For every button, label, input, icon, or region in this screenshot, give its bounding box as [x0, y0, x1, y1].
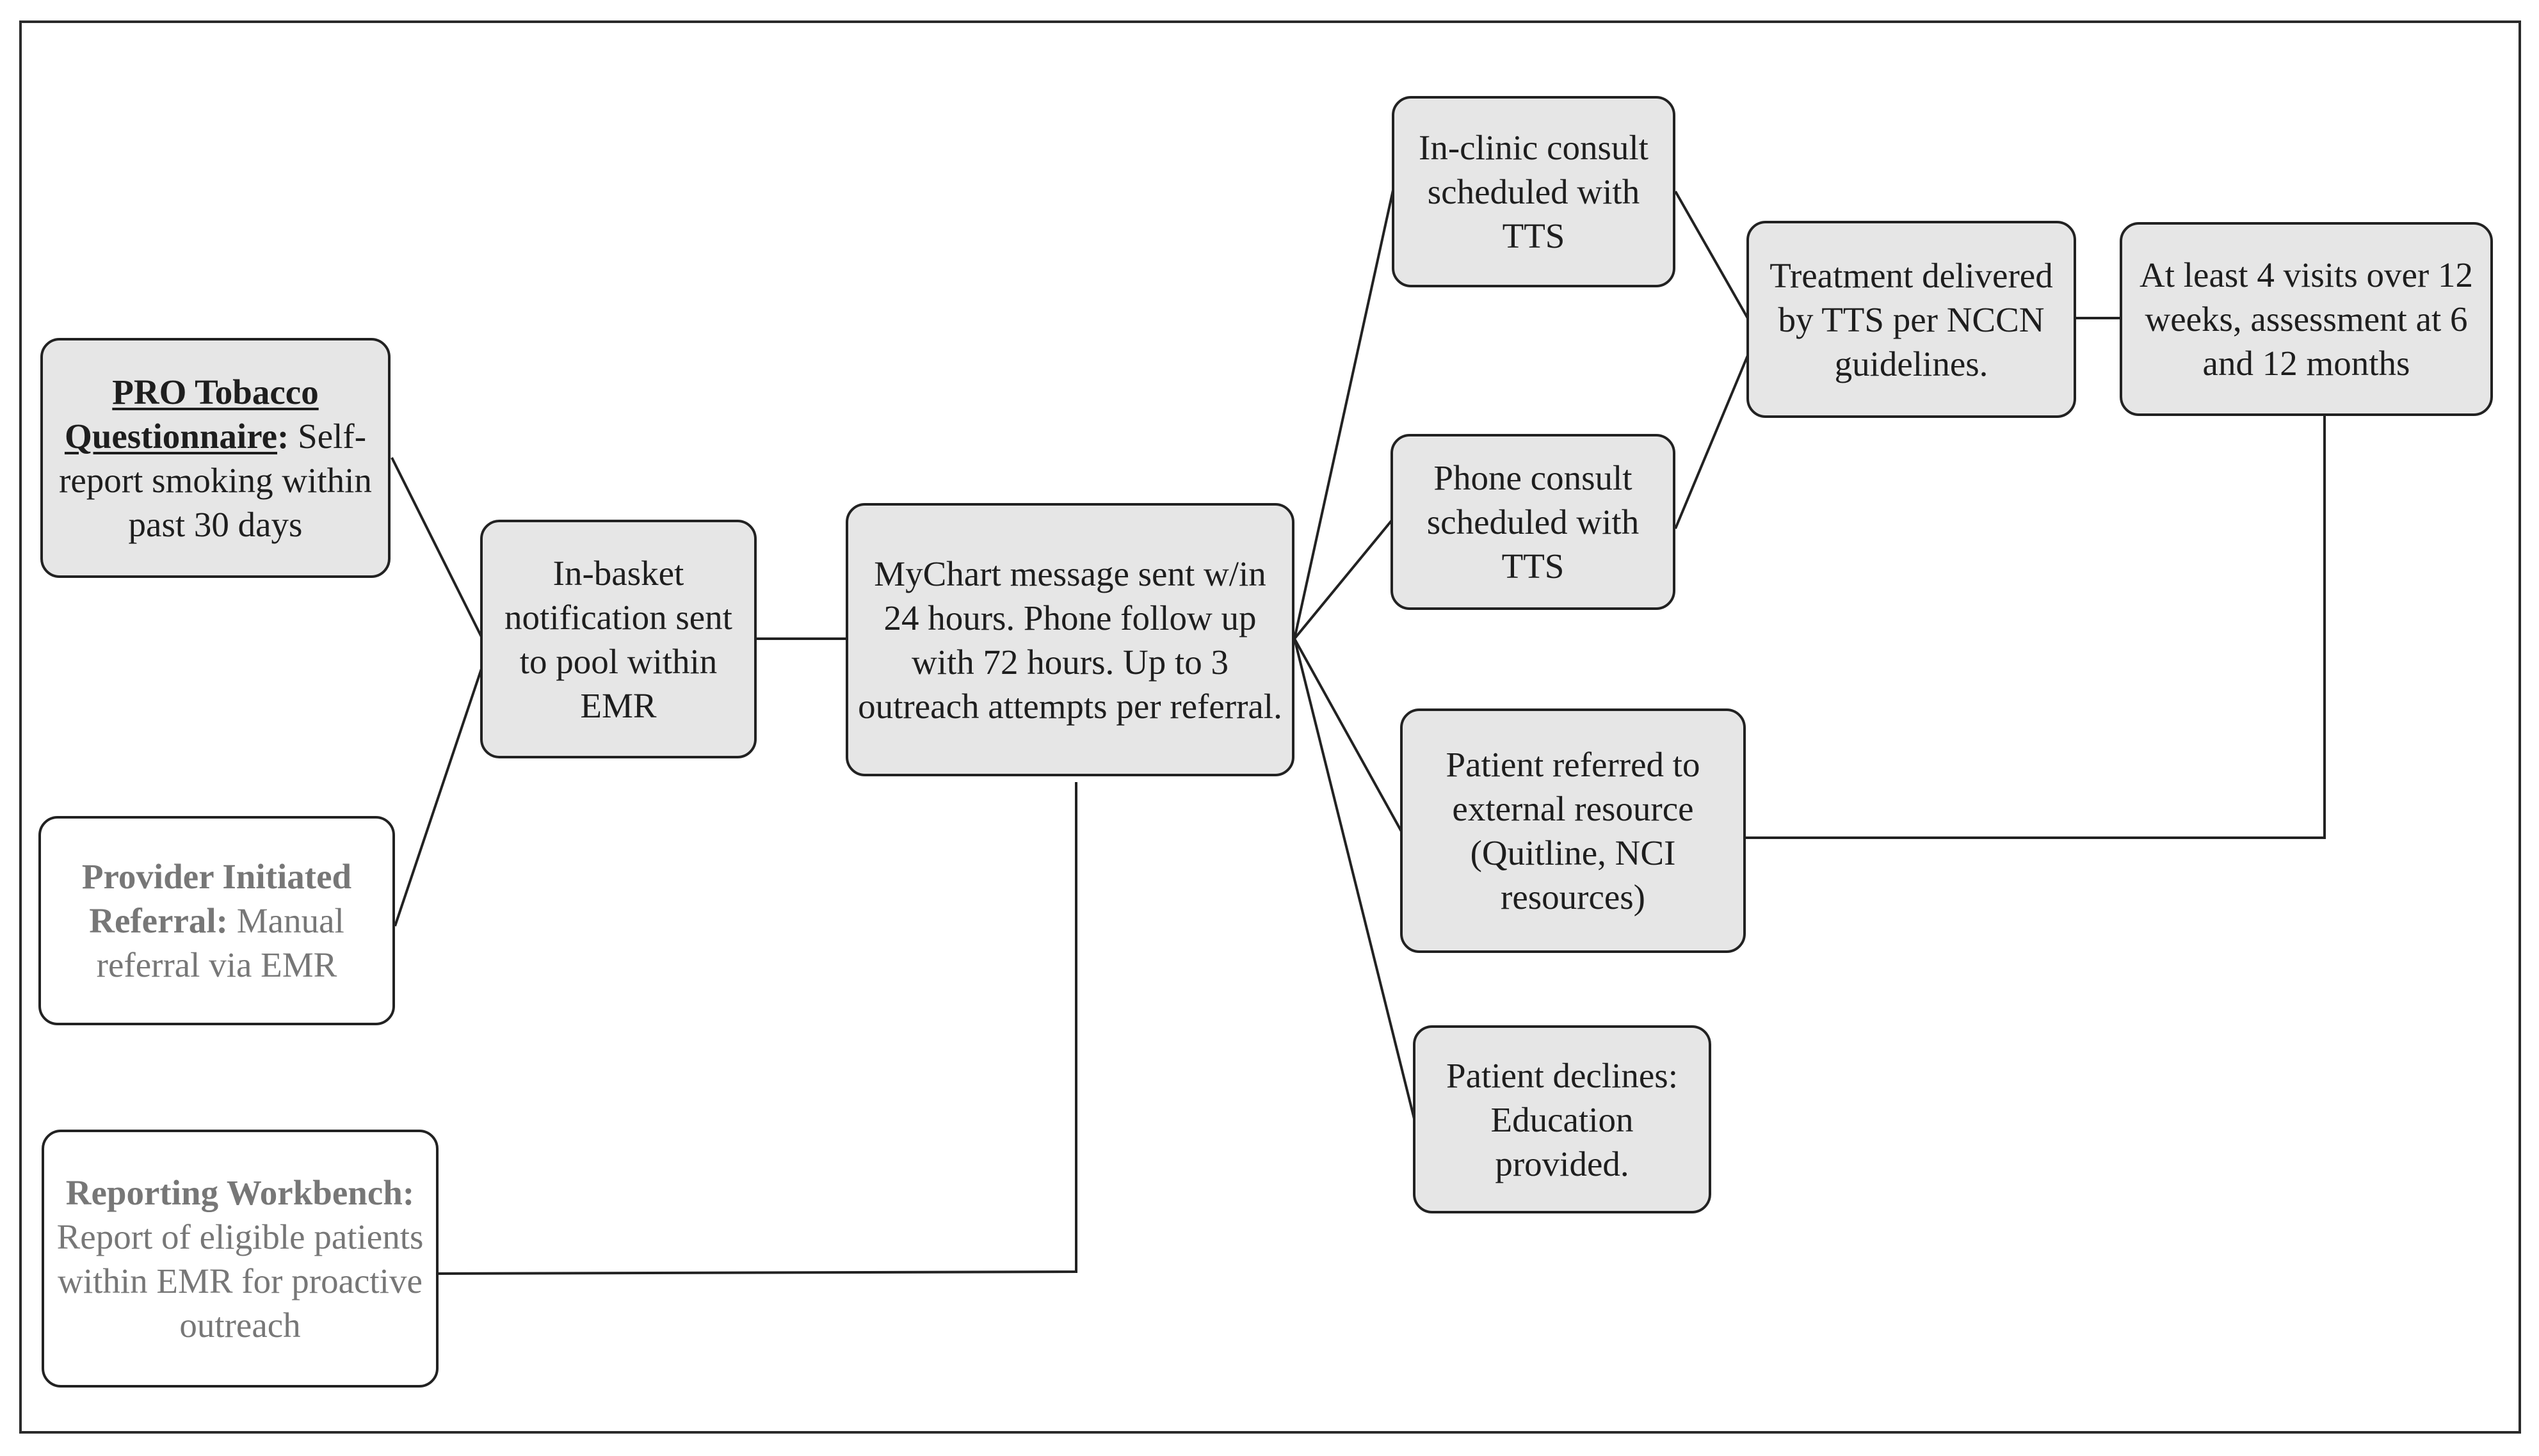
provider-referral-title: Provider Initiated Referral:	[81, 857, 352, 940]
phone-consult-box: Phone consult scheduled with TTS	[1390, 434, 1675, 610]
connector-workbench-to-mychart	[438, 782, 1077, 1275]
connector-mychart-to-phone	[1293, 519, 1393, 640]
connector-pro-to-inbasket	[391, 457, 483, 637]
provider-referral-body: Manual referral via EMR	[96, 901, 344, 984]
pro-questionnaire-colon: :	[277, 416, 289, 456]
mychart-box: MyChart message sent w/in 24 hours. Phon…	[846, 503, 1294, 776]
pro-questionnaire-body: Self-report smoking within past 30 days	[59, 416, 372, 544]
patient-declines-text: Patient declines: Education provided.	[1446, 1055, 1678, 1183]
connector-inclinic-to-treatment	[1674, 191, 1750, 320]
diagram-border	[19, 20, 2521, 1434]
connector-mychart-to-inclinic	[1293, 189, 1394, 639]
visits-text: At least 4 visits over 12 weeks, assessm…	[2140, 255, 2473, 383]
mychart-text: MyChart message sent w/in 24 hours. Phon…	[858, 554, 1282, 726]
connector-mychart-to-external	[1293, 638, 1403, 832]
inclinic-consult-text: In-clinic consult scheduled with TTS	[1419, 128, 1648, 255]
inclinic-consult-box: In-clinic consult scheduled with TTS	[1392, 96, 1675, 287]
treatment-box: Treatment delivered by TTS per NCCN guid…	[1746, 221, 2076, 418]
visits-box: At least 4 visits over 12 weeks, assessm…	[2120, 222, 2493, 416]
connector-phone-to-treatment	[1674, 353, 1750, 529]
treatment-text: Treatment delivered by TTS per NCCN guid…	[1769, 255, 2053, 383]
connector-external-to-visits	[1745, 416, 2326, 839]
inbasket-text: In-basket notification sent to pool with…	[504, 553, 732, 725]
external-resource-box: Patient referred to external resource (Q…	[1400, 708, 1746, 953]
phone-consult-text: Phone consult scheduled with TTS	[1426, 458, 1640, 586]
pro-questionnaire-title: PRO Tobacco Questionnaire	[64, 372, 319, 456]
connector-provider-to-inbasket	[394, 668, 483, 927]
inbasket-box: In-basket notification sent to pool with…	[480, 520, 757, 758]
external-resource-text: Patient referred to external resource (Q…	[1446, 745, 1700, 916]
reporting-workbench-box: Reporting Workbench: Report of eligible …	[42, 1130, 439, 1388]
patient-declines-box: Patient declines: Education provided.	[1413, 1025, 1711, 1213]
reporting-workbench-body: Report of eligible patients within EMR f…	[56, 1217, 424, 1345]
reporting-workbench-title: Reporting Workbench:	[65, 1172, 415, 1212]
pro-questionnaire-box: PRO Tobacco Questionnaire: Self-report s…	[40, 338, 391, 578]
connector-mychart-to-declines	[1293, 638, 1415, 1119]
provider-referral-box: Provider Initiated Referral: Manual refe…	[38, 816, 395, 1025]
